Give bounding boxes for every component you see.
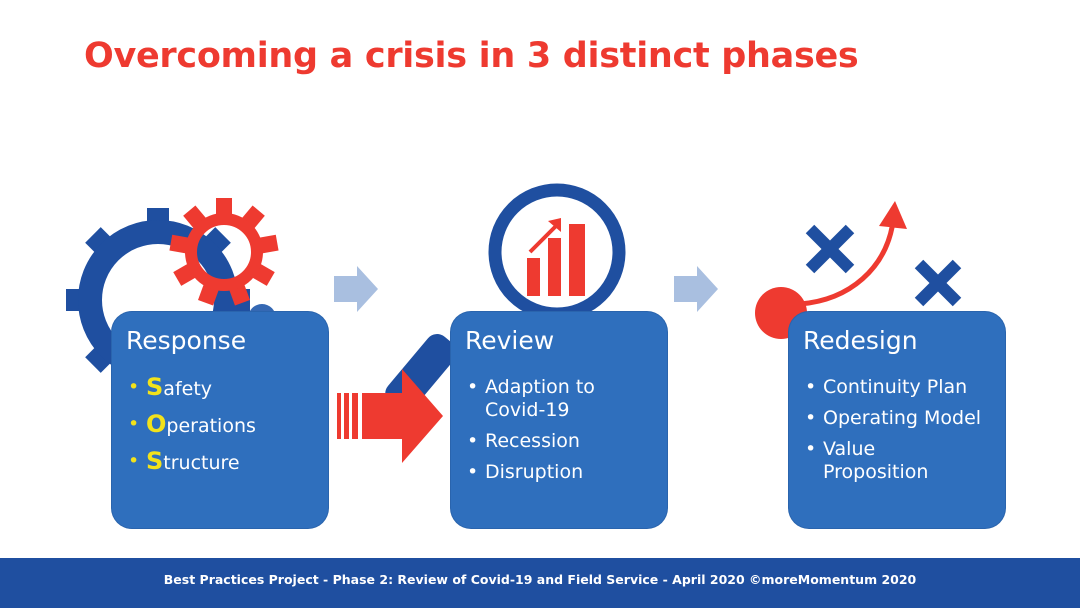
phase-title: Redesign — [803, 326, 918, 355]
list-item: Structure — [126, 449, 256, 475]
chevron-arrow-icon — [674, 266, 718, 312]
phase-card-redesign: Redesign Continuity Plan Operating Model… — [789, 312, 1005, 528]
list-item: Adaption to Covid-19 — [465, 376, 635, 422]
list-item: Disruption — [465, 461, 635, 484]
phase-title: Response — [126, 326, 247, 355]
chevron-arrow-icon — [334, 266, 378, 312]
list-item: Continuity Plan — [803, 376, 981, 399]
list-item: Operations — [126, 412, 256, 438]
phase-items: Continuity Plan Operating Model Value Pr… — [803, 376, 981, 492]
phase-items: Safety Operations Structure — [126, 375, 256, 487]
striped-arrow-icon — [337, 369, 443, 463]
phase-card-response: Response Safety Operations Structure — [112, 312, 328, 528]
list-item: Value Proposition — [803, 438, 963, 484]
slide-title: Overcoming a crisis in 3 distinct phases — [84, 36, 859, 76]
list-item: Operating Model — [803, 407, 981, 430]
list-item: Safety — [126, 375, 256, 401]
phase-card-review: Review Adaption to Covid-19 Recession Di… — [451, 312, 667, 528]
list-item: Recession — [465, 430, 635, 453]
phase-items: Adaption to Covid-19 Recession Disruptio… — [465, 376, 635, 492]
footer-text: Best Practices Project - Phase 2: Review… — [163, 572, 917, 587]
footer-bar: Best Practices Project - Phase 2: Review… — [0, 558, 1080, 608]
phase-title: Review — [465, 326, 555, 355]
strategy-play-icon — [755, 201, 962, 339]
